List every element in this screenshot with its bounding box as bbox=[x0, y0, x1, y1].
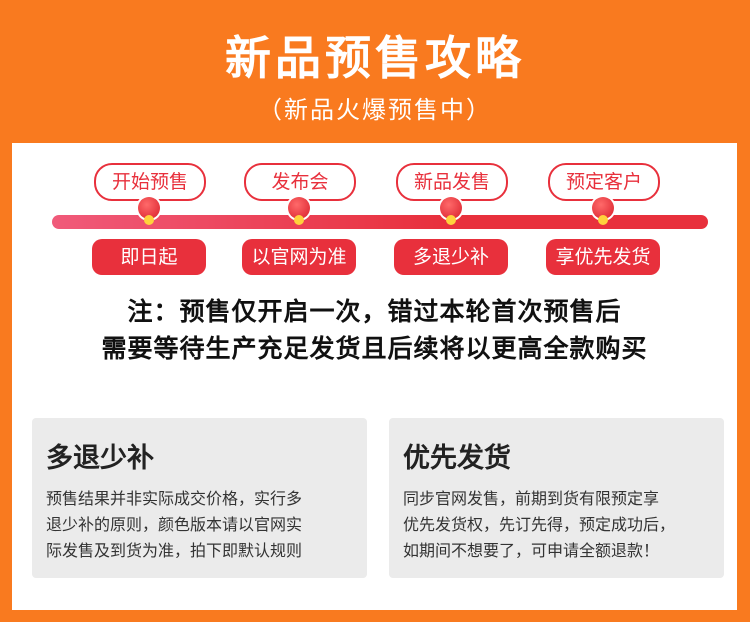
step-label: 预定客户 bbox=[548, 163, 660, 201]
box-text-line: 同步官网发售，前期到货有限预定享 bbox=[403, 489, 660, 508]
box-text-line: 预售结果并非实际成交价格，实行多 bbox=[46, 489, 303, 508]
box-text-line: 如期间不想要了，可申请全额退款！ bbox=[403, 541, 660, 560]
timeline-pin-icon bbox=[592, 197, 614, 225]
priority-shipping-box: 优先发货 同步官网发售，前期到货有限预定享 优先发货权，先订先得，预定成功后， … bbox=[389, 418, 724, 578]
step-badge: 享优先发货 bbox=[546, 239, 660, 275]
timeline-pin-icon bbox=[138, 197, 160, 225]
step-badge: 以官网为准 bbox=[242, 239, 356, 275]
step-label: 开始预售 bbox=[94, 163, 206, 201]
presale-note: 注：预售仅开启一次，错过本轮首次预售后 需要等待生产充足发货且后续将以更高全款购… bbox=[12, 293, 737, 367]
box-text: 预售结果并非实际成交价格，实行多 退少补的原则，颜色版本请以官网实 际发售及到货… bbox=[46, 486, 358, 564]
box-text-line: 退少补的原则，颜色版本请以官网实 bbox=[46, 515, 303, 534]
box-text-line: 际发售及到货为准，拍下即默认规则 bbox=[46, 541, 303, 560]
box-text-line: 优先发货权，先订先得，预定成功后， bbox=[403, 515, 676, 534]
content-card: 开始预售 即日起 发布会 以官网为准 新品发售 多退少补 预定客户 享优先发货 … bbox=[12, 143, 737, 610]
timeline-pin-icon bbox=[288, 197, 310, 225]
refund-policy-box: 多退少补 预售结果并非实际成交价格，实行多 退少补的原则，颜色版本请以官网实 际… bbox=[32, 418, 367, 578]
page-subtitle: （新品火爆预售中） bbox=[258, 96, 492, 124]
step-label: 发布会 bbox=[244, 163, 356, 201]
step-badge: 即日起 bbox=[92, 239, 206, 275]
page-title: 新品预售攻略 bbox=[225, 31, 525, 85]
timeline-pin-icon bbox=[440, 197, 462, 225]
note-line: 需要等待生产充足发货且后续将以更高全款购买 bbox=[101, 334, 648, 363]
box-text: 同步官网发售，前期到货有限预定享 优先发货权，先订先得，预定成功后， 如期间不想… bbox=[403, 486, 715, 564]
step-label: 新品发售 bbox=[396, 163, 508, 201]
box-title: 优先发货 bbox=[403, 443, 511, 474]
step-badge: 多退少补 bbox=[394, 239, 508, 275]
timeline-bar bbox=[52, 215, 708, 229]
box-title: 多退少补 bbox=[46, 443, 154, 474]
note-line: 注：预售仅开启一次，错过本轮首次预售后 bbox=[127, 297, 622, 326]
